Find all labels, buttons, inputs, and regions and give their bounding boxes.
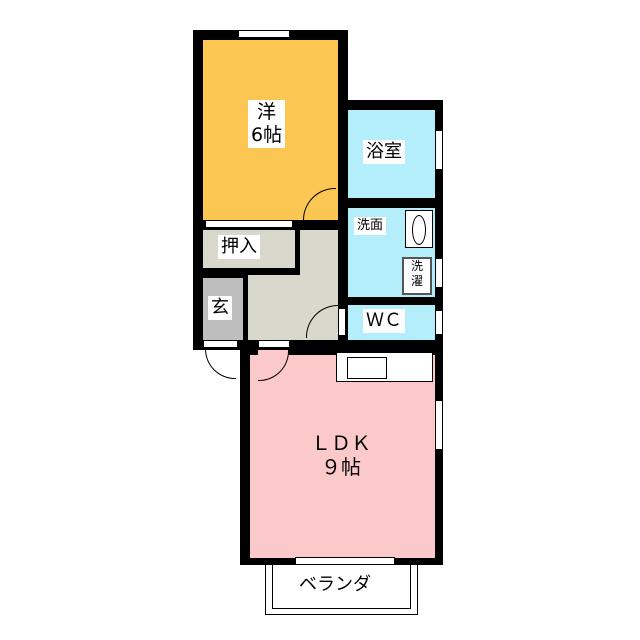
- washbasin: [405, 210, 433, 248]
- western-name: 洋: [257, 101, 277, 123]
- door-wc: [338, 308, 346, 336]
- sink: [347, 357, 387, 379]
- balcony: ベランダ: [265, 565, 418, 615]
- western-size: 6帖: [251, 123, 283, 146]
- label-entrance: 玄: [208, 296, 232, 320]
- window-washroom: [435, 258, 443, 288]
- door-entrance: [203, 340, 238, 348]
- label-closet: 押入: [218, 235, 260, 259]
- label-washroom: 洗面: [354, 217, 387, 235]
- laundry-space: 洗 濯: [402, 257, 432, 295]
- door-ldk: [258, 340, 290, 348]
- window-bath: [435, 130, 443, 170]
- label-balcony: ベランダ: [296, 573, 374, 597]
- label-bath: 浴室: [363, 140, 405, 164]
- ldk-size: ９帖: [321, 455, 361, 479]
- window-ldk-balcony: [295, 557, 395, 565]
- door-swing-entrance: [205, 348, 236, 379]
- window-western: [238, 30, 290, 38]
- window-ldk: [435, 400, 443, 450]
- ldk-name: ＬＤＫ: [311, 431, 371, 455]
- window-wc: [435, 310, 443, 335]
- basin-bowl: [412, 215, 426, 245]
- balcony-inner: [272, 565, 411, 609]
- kitchen-counter: [336, 352, 433, 382]
- label-wc: ＷＣ: [363, 309, 405, 333]
- door-closet: [205, 220, 293, 228]
